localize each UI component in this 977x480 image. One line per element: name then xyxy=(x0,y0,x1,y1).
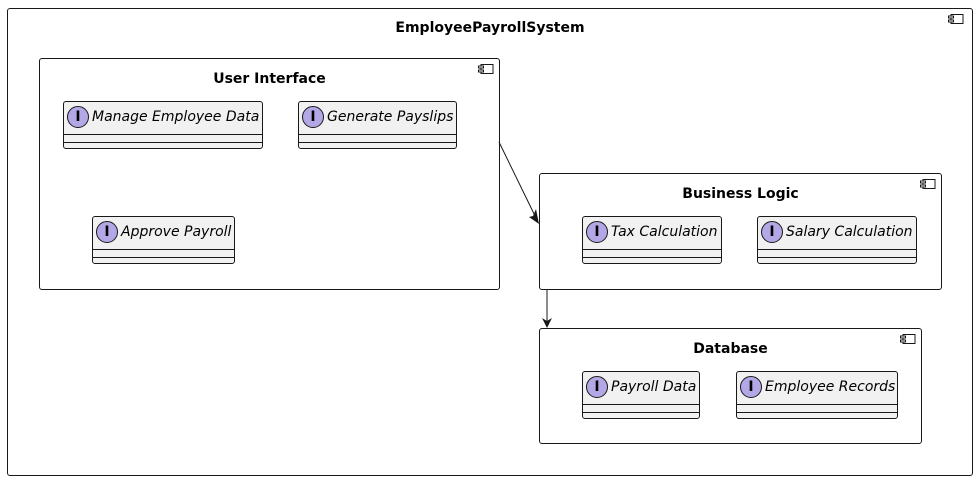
business-logic-title: Business Logic xyxy=(682,186,799,202)
component-icon xyxy=(948,14,964,24)
component-icon xyxy=(478,64,494,74)
interface-label: Generate Payslips xyxy=(327,109,454,125)
interface-generate-payslips: I Generate Payslips xyxy=(298,101,457,149)
user-interface-title: User Interface xyxy=(213,71,326,87)
interface-icon: I xyxy=(586,221,608,243)
component-icon xyxy=(900,334,916,344)
interface-employee-records: I Employee Records xyxy=(736,371,898,419)
interface-icon: I xyxy=(740,376,762,398)
interface-label: Tax Calculation xyxy=(611,224,718,240)
arrowhead-icon xyxy=(542,318,552,328)
database-title: Database xyxy=(693,341,768,357)
interface-label: Payroll Data xyxy=(611,379,697,395)
component-icon xyxy=(920,179,936,189)
interface-approve-payroll: I Approve Payroll xyxy=(92,216,235,264)
interface-icon: I xyxy=(586,376,608,398)
interface-icon: I xyxy=(761,221,783,243)
interface-label: Salary Calculation xyxy=(786,224,913,240)
arrowhead-icon xyxy=(529,209,539,224)
interface-icon: I xyxy=(302,106,324,128)
interface-tax-calculation: I Tax Calculation xyxy=(582,216,722,264)
interface-label: Manage Employee Data xyxy=(92,109,260,125)
interface-icon: I xyxy=(96,221,118,243)
arrow-logic-to-db xyxy=(542,289,552,328)
arrow-ui-to-logic xyxy=(498,141,539,224)
system-title: EmployeePayrollSystem xyxy=(395,20,585,36)
interface-label: Employee Records xyxy=(765,379,896,395)
interface-icon: I xyxy=(67,106,89,128)
interface-manage-employee-data: I Manage Employee Data xyxy=(63,101,263,149)
interface-label: Approve Payroll xyxy=(121,224,232,240)
interface-payroll-data: I Payroll Data xyxy=(582,371,700,419)
interface-salary-calculation: I Salary Calculation xyxy=(757,216,917,264)
